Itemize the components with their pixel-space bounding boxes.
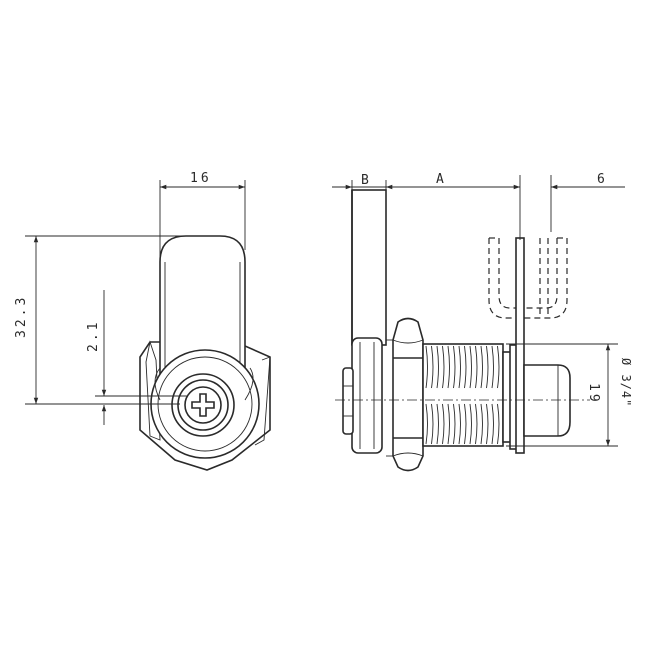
thread-line — [436, 403, 439, 445]
thread-line — [475, 403, 478, 445]
side-rear-cap — [523, 364, 571, 437]
dim-height-label: 32.3 — [14, 295, 29, 338]
front-view — [139, 235, 271, 471]
thread-line — [469, 345, 472, 389]
thread-line — [453, 345, 456, 389]
thread-line — [453, 403, 456, 445]
dim-key-offset-label: 2.1 — [86, 320, 101, 352]
side-flange — [351, 337, 383, 454]
thread-line — [436, 345, 439, 389]
side-panel — [351, 189, 387, 346]
thread-line — [442, 403, 445, 445]
thread-line — [447, 403, 450, 445]
thread-line — [475, 345, 478, 389]
phillips-slot-icon — [191, 393, 215, 417]
dim-thread-dia-label: Ø 3/4" — [619, 358, 633, 407]
dim-B-label: B — [361, 173, 372, 188]
thread-line — [425, 403, 428, 445]
thread-line — [442, 345, 445, 389]
side-key-plug — [342, 367, 354, 435]
side-hex-nut — [392, 317, 424, 472]
thread-line — [458, 345, 461, 389]
dim-A-label: A — [436, 172, 447, 187]
thread-line — [469, 403, 472, 445]
thread-line — [491, 403, 494, 445]
thread-line — [458, 403, 461, 445]
thread-line — [491, 345, 494, 389]
thread-line — [497, 403, 500, 445]
thread-line — [480, 345, 483, 389]
thread-line — [425, 345, 428, 389]
side-cam-plate — [515, 237, 525, 454]
front-key-plug — [171, 373, 235, 437]
side-view — [335, 189, 590, 472]
dim-width-label: 16 — [190, 171, 212, 186]
cam-dashed-outline — [488, 238, 516, 319]
thread-line — [480, 403, 483, 445]
side-dimensions: B A 6 19 Ø 3/4" — [332, 172, 633, 447]
dim-6-label: 6 — [597, 172, 608, 187]
dim-19-label: 19 — [586, 383, 601, 405]
thread-line — [497, 345, 500, 389]
thread-line — [447, 345, 450, 389]
thread-line — [486, 345, 489, 389]
side-threaded-body — [422, 343, 504, 447]
front-dimensions: 16 32.3 2.1 — [14, 171, 246, 425]
thread-pattern — [425, 345, 500, 445]
thread-line — [464, 403, 467, 445]
thread-line — [486, 403, 489, 445]
thread-line — [431, 403, 434, 445]
thread-line — [431, 345, 434, 389]
thread-line — [464, 345, 467, 389]
